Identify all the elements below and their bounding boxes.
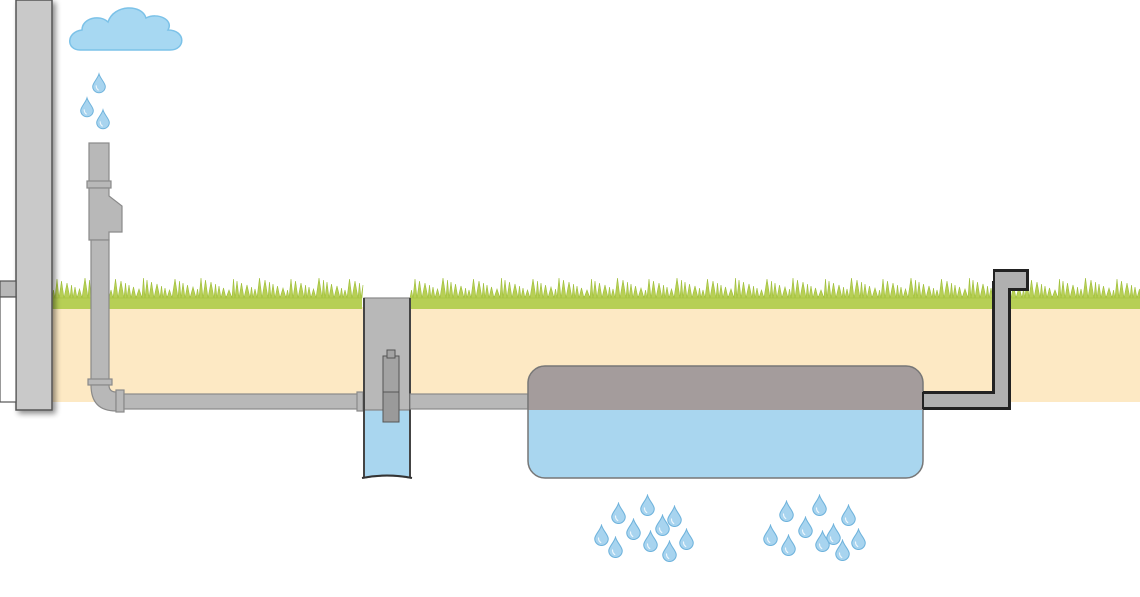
grass-strip (51, 277, 1140, 309)
water-drop-icon (851, 528, 866, 550)
water-drop-icon (655, 514, 670, 536)
rain-cloud-icon (69, 7, 183, 51)
water-drop-icon (667, 505, 682, 527)
pipe-coupling (356, 391, 364, 412)
inlet-pipe (123, 393, 363, 410)
infiltration-tank (527, 365, 924, 479)
water-drop-icon (779, 500, 794, 522)
water-drop-icon (594, 524, 609, 546)
water-drop-icon (626, 518, 641, 540)
wall-outlet-pipe (0, 280, 17, 298)
water-drop-icon (763, 524, 778, 546)
downpipe (86, 142, 125, 413)
water-drop-icon (643, 530, 658, 552)
water-drop-icon (80, 97, 94, 118)
water-drop-icon (92, 73, 106, 94)
water-drop-icon (781, 534, 796, 556)
water-drop-icon (798, 516, 813, 538)
water-drop-icon (640, 494, 655, 516)
tank-water (528, 410, 923, 478)
wall-base-box (0, 296, 17, 403)
infiltration-drops-left (594, 494, 694, 562)
water-drop-icon (611, 502, 626, 524)
water-drop-icon (841, 504, 856, 526)
water-drop-icon (815, 530, 830, 552)
infiltration-drops-right (763, 494, 866, 561)
water-drop-icon (662, 540, 677, 562)
water-drop-icon (826, 523, 841, 545)
water-drop-icon (608, 536, 623, 558)
filter-insert (382, 349, 400, 423)
building-wall (15, 0, 53, 411)
water-drop-icon (96, 109, 110, 130)
water-drop-icon (679, 528, 694, 550)
water-drop-icon (812, 494, 827, 516)
vent-pipe-body (922, 270, 1028, 409)
tank-inlet-pipe (409, 393, 529, 410)
